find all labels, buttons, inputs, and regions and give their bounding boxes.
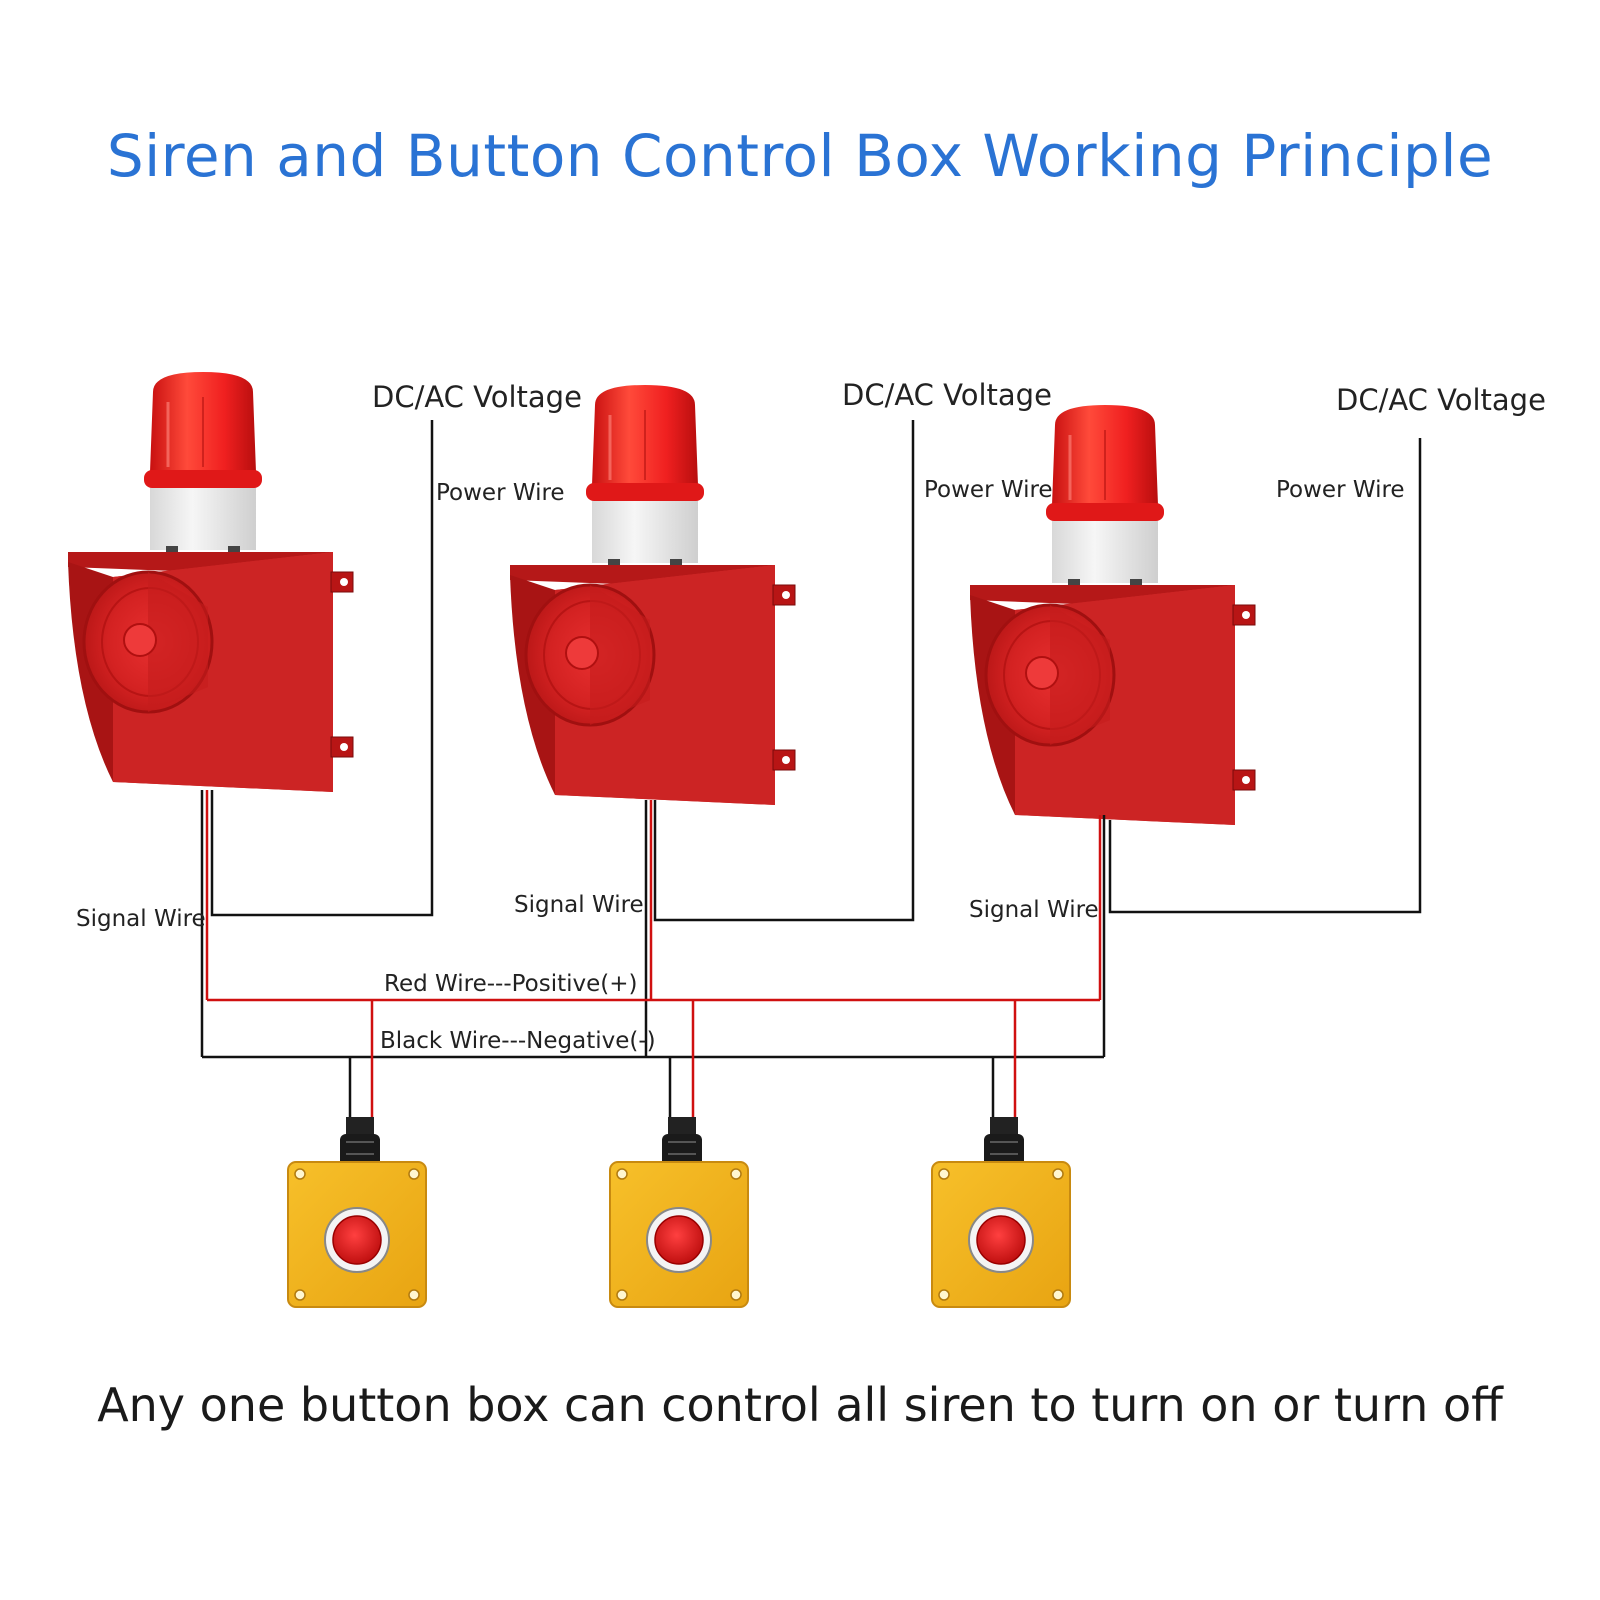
red-wire-label: Red Wire---Positive(+) xyxy=(384,971,638,997)
button-wires xyxy=(348,1000,1017,1125)
voltage-label-3: DC/AC Voltage xyxy=(1336,383,1546,417)
button-box-1 xyxy=(287,1116,427,1308)
power-wire-label-2: Power Wire xyxy=(924,477,1053,503)
voltage-label-2: DC/AC Voltage xyxy=(842,378,1052,412)
power-wire-label-1: Power Wire xyxy=(436,480,565,506)
power-wire-label-3: Power Wire xyxy=(1276,477,1405,503)
siren-2 xyxy=(508,383,797,807)
siren-3 xyxy=(968,403,1257,827)
button-box-2 xyxy=(609,1116,749,1308)
page-title: Siren and Button Control Box Working Pri… xyxy=(106,122,1494,190)
signal-wire-label-1: Signal Wire xyxy=(76,906,206,932)
signal-wires xyxy=(200,790,1106,1057)
signal-wire-label-2: Signal Wire xyxy=(514,892,644,918)
power-wires xyxy=(210,420,1422,922)
voltage-label-1: DC/AC Voltage xyxy=(372,380,582,414)
button-box-3 xyxy=(931,1116,1071,1308)
siren-1 xyxy=(66,370,355,794)
signal-wire-label-3: Signal Wire xyxy=(969,897,1099,923)
caption: Any one button box can control all siren… xyxy=(97,1378,1503,1432)
black-wire-label: Black Wire---Negative(-) xyxy=(380,1028,656,1054)
